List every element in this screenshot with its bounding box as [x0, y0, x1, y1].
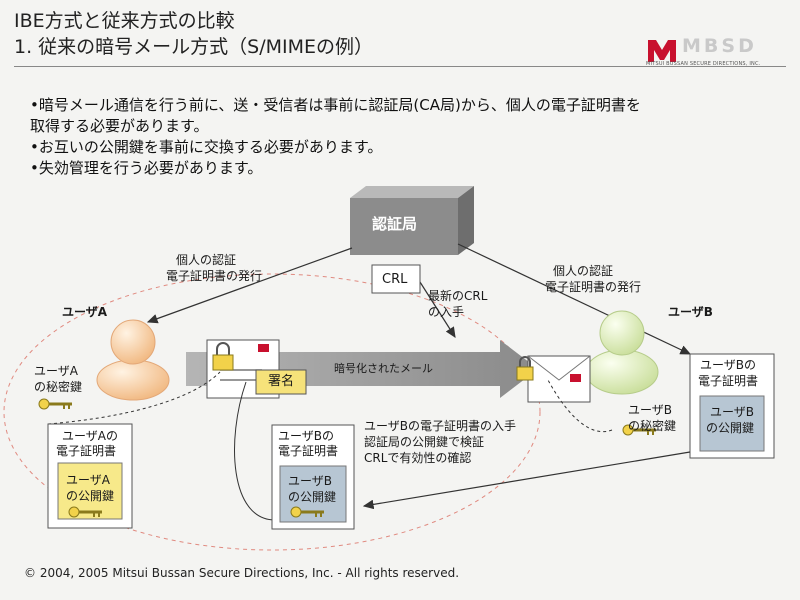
issue-label-right-1: 個人の認証: [553, 264, 614, 278]
issue-label-left-2: 電子証明書の発行: [166, 269, 263, 283]
user-b-label: ユーザB: [668, 305, 713, 319]
issue-label-left-1: 個人の認証: [176, 253, 237, 267]
crl-fetch-arrow: [419, 281, 456, 339]
copyright-footer: © 2004, 2005 Mitsui Bussan Secure Direct…: [24, 566, 460, 580]
verify-step-2: 認証局の公開鍵で検証: [364, 435, 485, 449]
cert-b-middle-inner-2: の公開鍵: [288, 490, 337, 504]
key-icon: [290, 506, 324, 518]
cert-b-middle-title-2: 電子証明書: [278, 444, 339, 458]
ca-box: [350, 186, 474, 255]
signature-box: [255, 369, 307, 395]
encrypted-mail-label: 暗号化されたメール: [334, 362, 433, 375]
user-a-scope-ellipse: [3, 273, 541, 551]
received-mail-icon: [527, 355, 591, 403]
ca-label: 認証局: [372, 215, 418, 233]
key-icon: [38, 398, 72, 410]
title-line-1: IBE方式と従来方式の比較: [14, 10, 235, 32]
cert-a-inner-2: の公開鍵: [66, 489, 115, 503]
key-icon: [622, 424, 656, 436]
bullet-list: •暗号メール通信を行う前に、送・受信者は事前に認証局(CA局)から、個人の電子証…: [30, 95, 770, 179]
cert-a-title-1: ユーザAの: [62, 429, 118, 443]
user-b-figure-icon: [585, 310, 659, 395]
issue-arrow-user-a: [146, 247, 353, 324]
lock-icon: [212, 342, 234, 371]
encrypt-solid-curve: [234, 381, 276, 521]
bullet-item: •暗号メール通信を行う前に、送・受信者は事前に認証局(CA局)から、個人の電子証…: [30, 96, 641, 114]
mbsd-logo: [648, 40, 676, 62]
cert-a-inner-1: ユーザA: [66, 473, 110, 487]
bullet-item: 取得する必要があります。: [30, 117, 209, 135]
user-a-label: ユーザA: [62, 305, 108, 319]
title-line-2: 1. 従来の暗号メール方式（S/MIMEの例）: [14, 36, 374, 58]
cert-a-card: [47, 423, 133, 529]
cert-b-right-inner-2: の公開鍵: [706, 421, 755, 435]
cert-b-right-card: [689, 353, 775, 459]
cert-a-title-2: 電子証明書: [56, 444, 117, 458]
user-b-private-key-label-1: ユーザB: [628, 403, 672, 417]
cert-b-right-title-2: 電子証明書: [698, 374, 759, 388]
user-a-private-key-label-2: の秘密鍵: [34, 380, 83, 394]
crl-label: CRL: [382, 272, 408, 287]
bullet-item: •失効管理を行う必要があります。: [30, 159, 263, 177]
logo-text: MBSD: [682, 35, 757, 57]
cert-b-right-inner-1: ユーザB: [710, 405, 754, 419]
crl-box: [371, 264, 421, 294]
decrypt-dashed-curve: [547, 379, 613, 433]
user-a-private-key-label-1: ユーザA: [34, 364, 78, 378]
user-a-figure-icon: [96, 319, 170, 401]
verify-step-3: CRLで有効性の確認: [364, 451, 472, 465]
bullet-item: •お互いの公開鍵を事前に交換する必要があります。: [30, 138, 383, 156]
title-divider: [14, 66, 786, 67]
sign-dashed-curve: [47, 371, 221, 425]
key-icon: [68, 506, 102, 518]
cert-b-middle-inner-1: ユーザB: [288, 474, 332, 488]
crl-fetch-label-2: の入手: [428, 305, 465, 319]
issue-label-right-2: 電子証明書の発行: [545, 280, 642, 294]
user-b-private-key-label-2: の秘密鍵: [628, 419, 677, 433]
crl-fetch-label-1: 最新のCRL: [428, 289, 488, 303]
cert-b-middle-title-1: ユーザBの: [278, 429, 334, 443]
cert-b-right-title-1: ユーザBの: [700, 358, 756, 372]
logo-subtitle: MITSUI BUSSAN SECURE DIRECTIONS, INC.: [646, 61, 761, 67]
signature-label: 署名: [268, 374, 295, 389]
verify-step-1: ユーザBの電子証明書の入手: [364, 419, 516, 433]
lock-icon: [516, 356, 534, 381]
cert-b-exchange-arrow: [362, 451, 691, 510]
page-title: IBE方式と従来方式の比較 1. 従来の暗号メール方式（S/MIMEの例）: [14, 8, 373, 60]
issue-arrow-user-b: [457, 243, 692, 355]
mbsd-logo-mark-icon: [648, 40, 676, 62]
